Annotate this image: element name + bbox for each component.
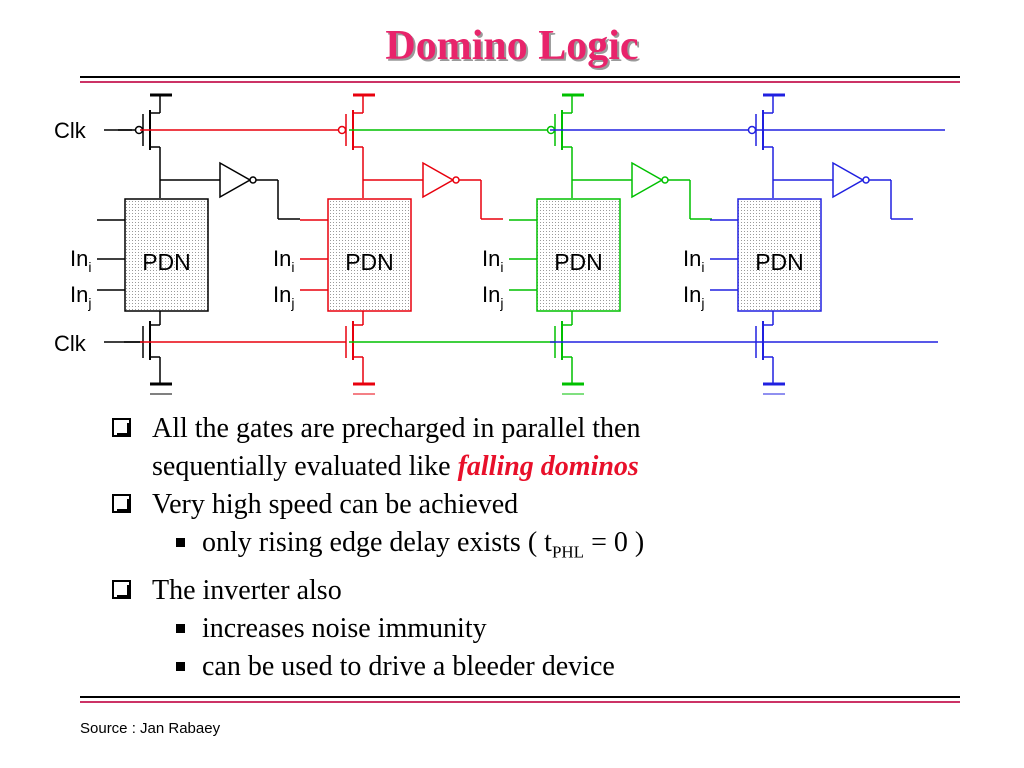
in-i-subscript: i bbox=[88, 259, 91, 275]
in-j-subscript: j bbox=[290, 295, 294, 311]
inverter-icon bbox=[219, 161, 252, 199]
in-i-subscript: i bbox=[701, 259, 704, 275]
pdn-label: PDN bbox=[755, 249, 804, 275]
in-i-label: Ini bbox=[70, 246, 91, 275]
sub-bullet-noise-immunity: increases noise immunity bbox=[112, 610, 872, 648]
clk-top-label: Clk bbox=[54, 118, 87, 143]
in-j-subscript: j bbox=[499, 295, 503, 311]
checkbox-bullet-icon bbox=[112, 418, 132, 438]
inverter-icon bbox=[422, 161, 455, 199]
falling-dominos-emphasis: falling dominos bbox=[457, 451, 639, 482]
in-i-subscript: i bbox=[500, 259, 503, 275]
sub-bullet-bleeder: can be used to drive a bleeder device bbox=[112, 648, 872, 686]
inverter-icon bbox=[631, 161, 664, 199]
bottom-rule bbox=[80, 696, 960, 703]
in-j-label: Inj bbox=[70, 282, 91, 311]
checkbox-bullet-icon bbox=[112, 494, 132, 514]
in-i-subscript: i bbox=[291, 259, 294, 275]
bullet-precharge: All the gates are precharged in parallel… bbox=[112, 410, 872, 486]
bullet-high-speed: Very high speed can be achieved bbox=[112, 486, 872, 524]
in-j-subscript: j bbox=[700, 295, 704, 311]
inverter-bubble bbox=[452, 176, 460, 184]
square-bullet-icon bbox=[176, 661, 185, 671]
square-bullet-icon bbox=[176, 538, 185, 547]
slide-title: Domino Logic bbox=[385, 23, 639, 69]
pmos-bubble bbox=[747, 125, 757, 135]
bullet-list: All the gates are precharged in parallel… bbox=[112, 410, 872, 686]
inverter-bubble bbox=[661, 176, 669, 184]
in-j-label: Inj bbox=[273, 282, 294, 311]
in-j-label: Inj bbox=[683, 282, 704, 311]
in-i-label: Ini bbox=[482, 246, 503, 275]
pdn-block bbox=[536, 198, 621, 312]
inverter-icon bbox=[832, 161, 865, 199]
inverter-bubble bbox=[862, 176, 870, 184]
top-rule bbox=[80, 76, 960, 83]
pdn-block bbox=[124, 198, 209, 312]
source-credit: Source : Jan Rabaey bbox=[80, 720, 221, 737]
pdn-label: PDN bbox=[142, 249, 191, 275]
in-j-subscript: j bbox=[87, 295, 91, 311]
in-j-label: Inj bbox=[482, 282, 503, 311]
pdn-block bbox=[327, 198, 412, 312]
square-bullet-icon bbox=[176, 623, 185, 633]
bullet-inverter: The inverter also bbox=[112, 572, 872, 610]
pdn-block bbox=[737, 198, 822, 312]
clk-bottom-label: Clk bbox=[54, 331, 87, 356]
in-i-label: Ini bbox=[683, 246, 704, 275]
pmos-bubble bbox=[337, 125, 347, 135]
pdn-label: PDN bbox=[345, 249, 394, 275]
in-i-label: Ini bbox=[273, 246, 294, 275]
sub-bullet-rising-edge: only rising edge delay exists ( tPHL = 0… bbox=[112, 524, 872, 572]
pdn-label: PDN bbox=[554, 249, 603, 275]
inverter-bubble bbox=[249, 176, 257, 184]
checkbox-bullet-icon bbox=[112, 579, 132, 600]
